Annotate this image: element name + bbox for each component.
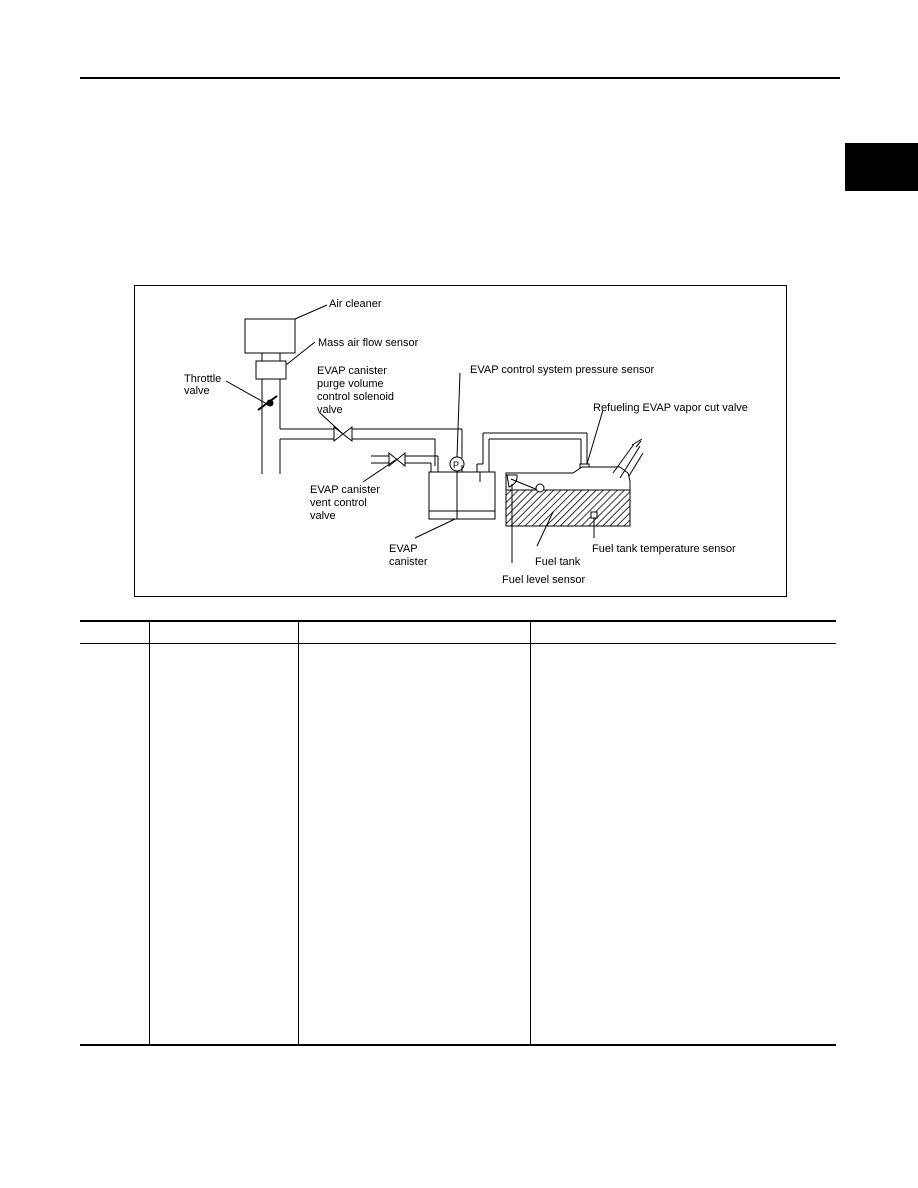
evap-system-schematic: Air cleaner Mass air flow sensor Throttl…	[184, 298, 748, 586]
air-cleaner-box	[244, 318, 296, 354]
throttle-pivot-icon	[266, 399, 274, 407]
evap-canister-box	[428, 471, 496, 520]
label-vent-valve-line1: EVAP canister	[310, 484, 380, 496]
mass-air-flow-sensor-box	[255, 360, 287, 380]
section-index-tab[interactable]	[845, 143, 918, 191]
label-canister-line2: canister	[389, 556, 428, 568]
table-column-divider	[149, 620, 150, 1046]
label-purge-valve-line1: EVAP canister	[317, 365, 387, 377]
label-purge-valve-line4: valve	[317, 404, 343, 416]
fuel-tank-liquid	[505, 489, 631, 527]
label-throttle-line2: valve	[184, 385, 210, 397]
label-vent-valve-line3: valve	[310, 510, 336, 522]
table-column-divider	[530, 620, 531, 1046]
label-pressure-sensor: EVAP control system pressure sensor	[470, 364, 655, 376]
evap-system-diagram: Air cleaner Mass air flow sensor Throttl…	[134, 285, 787, 597]
header-rule	[80, 77, 840, 79]
component-table	[80, 620, 836, 1046]
label-purge-valve-line2: purge volume	[317, 378, 384, 390]
label-canister-line1: EVAP	[389, 543, 418, 555]
label-fuel-tank: Fuel tank	[535, 556, 581, 568]
pressure-sensor-symbol: P	[453, 460, 459, 470]
label-throttle-line1: Throttle	[184, 373, 221, 385]
label-air-cleaner: Air cleaner	[329, 298, 382, 310]
label-fuel-level-sensor: Fuel level sensor	[502, 574, 585, 586]
label-vapor-cut-valve: Refueling EVAP vapor cut valve	[593, 402, 748, 414]
label-fuel-tank-temp-sensor: Fuel tank temperature sensor	[592, 543, 736, 555]
label-vent-valve-line2: vent control	[310, 497, 367, 509]
table-column-divider	[298, 620, 299, 1046]
label-mass-air-flow-sensor: Mass air flow sensor	[318, 337, 419, 349]
table-top-rule	[80, 620, 836, 622]
label-purge-valve-line3: control solenoid	[317, 391, 394, 403]
table-header-rule	[80, 643, 836, 644]
table-bottom-rule	[80, 1044, 836, 1046]
